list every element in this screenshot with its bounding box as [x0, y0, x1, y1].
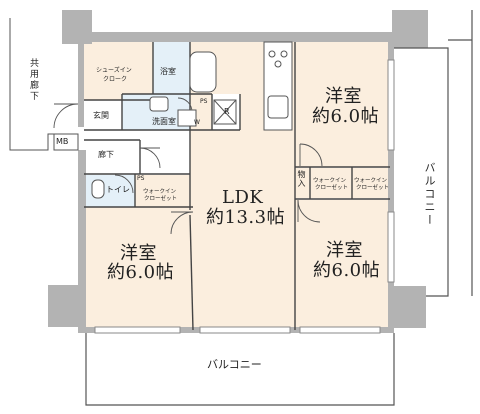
- western-room-bottom-left-floor: [85, 207, 193, 330]
- storage-label: 物入: [297, 170, 306, 188]
- entrance-label: 玄関: [93, 111, 109, 120]
- partitions: [84, 42, 390, 331]
- walkin-closet-mid-label-line2: クローゼット: [315, 185, 349, 191]
- bath-floor: [153, 42, 190, 94]
- balcony-bottom-label: バルコニー: [207, 358, 262, 371]
- room-name-western-top-right: 洋室: [325, 86, 362, 107]
- stove-burner: [280, 50, 288, 58]
- kitchen-counter: [263, 41, 293, 131]
- balcony-boundary: [85, 10, 473, 406]
- room-size-western-top-right: 約6.0帖: [312, 106, 380, 127]
- mb-label: MB: [56, 137, 69, 146]
- wall-right: [388, 42, 394, 287]
- walkin-closet-mid-floor: [310, 168, 352, 198]
- walkin-closet-left-label-line1: ウォークイン: [143, 189, 177, 195]
- hallway-label: 廊下: [98, 150, 114, 159]
- shoes-closet-floor: [83, 42, 153, 100]
- wall-left-upper: [78, 42, 84, 127]
- door-swings: [53, 97, 323, 235]
- fixtures: [91, 41, 293, 199]
- ps-toilet-label: PS: [137, 175, 145, 182]
- walkin-closet-left-label-line2: クローゼット: [144, 196, 178, 202]
- shoes-closet-label-line1: シューズイン: [96, 67, 132, 74]
- room-size-western-bottom-left: 約6.0帖: [107, 262, 175, 283]
- western-room-bottom-right-floor: [295, 200, 390, 330]
- bathtub: [189, 51, 217, 93]
- walkin-closet-right-label-line2: クローゼット: [356, 185, 390, 191]
- wash-basin: [149, 96, 169, 112]
- corridor-lines: [9, 18, 79, 151]
- bath-label: 浴室: [160, 67, 176, 76]
- walkin-closet-mid-label-line1: ウォークイン: [313, 178, 347, 184]
- walkin-closet-right-floor: [352, 168, 390, 198]
- wall-top: [62, 32, 428, 42]
- walkin-closet-right-label-line1: ウォークイン: [354, 178, 388, 184]
- room-name-western-bottom-right: 洋室: [326, 240, 363, 261]
- room-size-western-bottom-right: 約6.0帖: [313, 260, 381, 281]
- western-room-top-right-floor: [295, 42, 390, 167]
- storage-floor: [295, 168, 310, 198]
- toilet-bowl: [91, 179, 105, 199]
- r-label: R: [224, 107, 230, 116]
- room-name-western-bottom-left: 洋室: [120, 243, 157, 264]
- washing-machine: [177, 109, 197, 127]
- shoes-closet-label-line2: クローク: [103, 76, 128, 83]
- mb-box: [53, 133, 79, 151]
- toilet-label: トイレ: [106, 185, 130, 194]
- ps-bath-label: PS: [200, 98, 208, 105]
- column-top-right: [392, 10, 428, 48]
- washroom-label: 洗面室: [152, 117, 176, 126]
- room-size-ldk: 約13.3帖: [206, 207, 286, 228]
- kitchen-sink: [267, 95, 289, 119]
- w-label: W: [194, 119, 200, 126]
- balcony-right-label: バルコニー: [423, 162, 436, 227]
- stove-burner: [268, 50, 276, 58]
- stove-burner: [274, 60, 282, 68]
- common-corridor-label: 共用廊下: [28, 58, 38, 102]
- windows: [94, 59, 395, 334]
- walkin-closet-left-floor: [135, 175, 190, 207]
- room-name-ldk: LDK: [222, 187, 264, 208]
- column-bottom-left: [48, 285, 86, 327]
- wall-left-lower: [78, 150, 86, 290]
- column-bottom-right: [388, 286, 426, 328]
